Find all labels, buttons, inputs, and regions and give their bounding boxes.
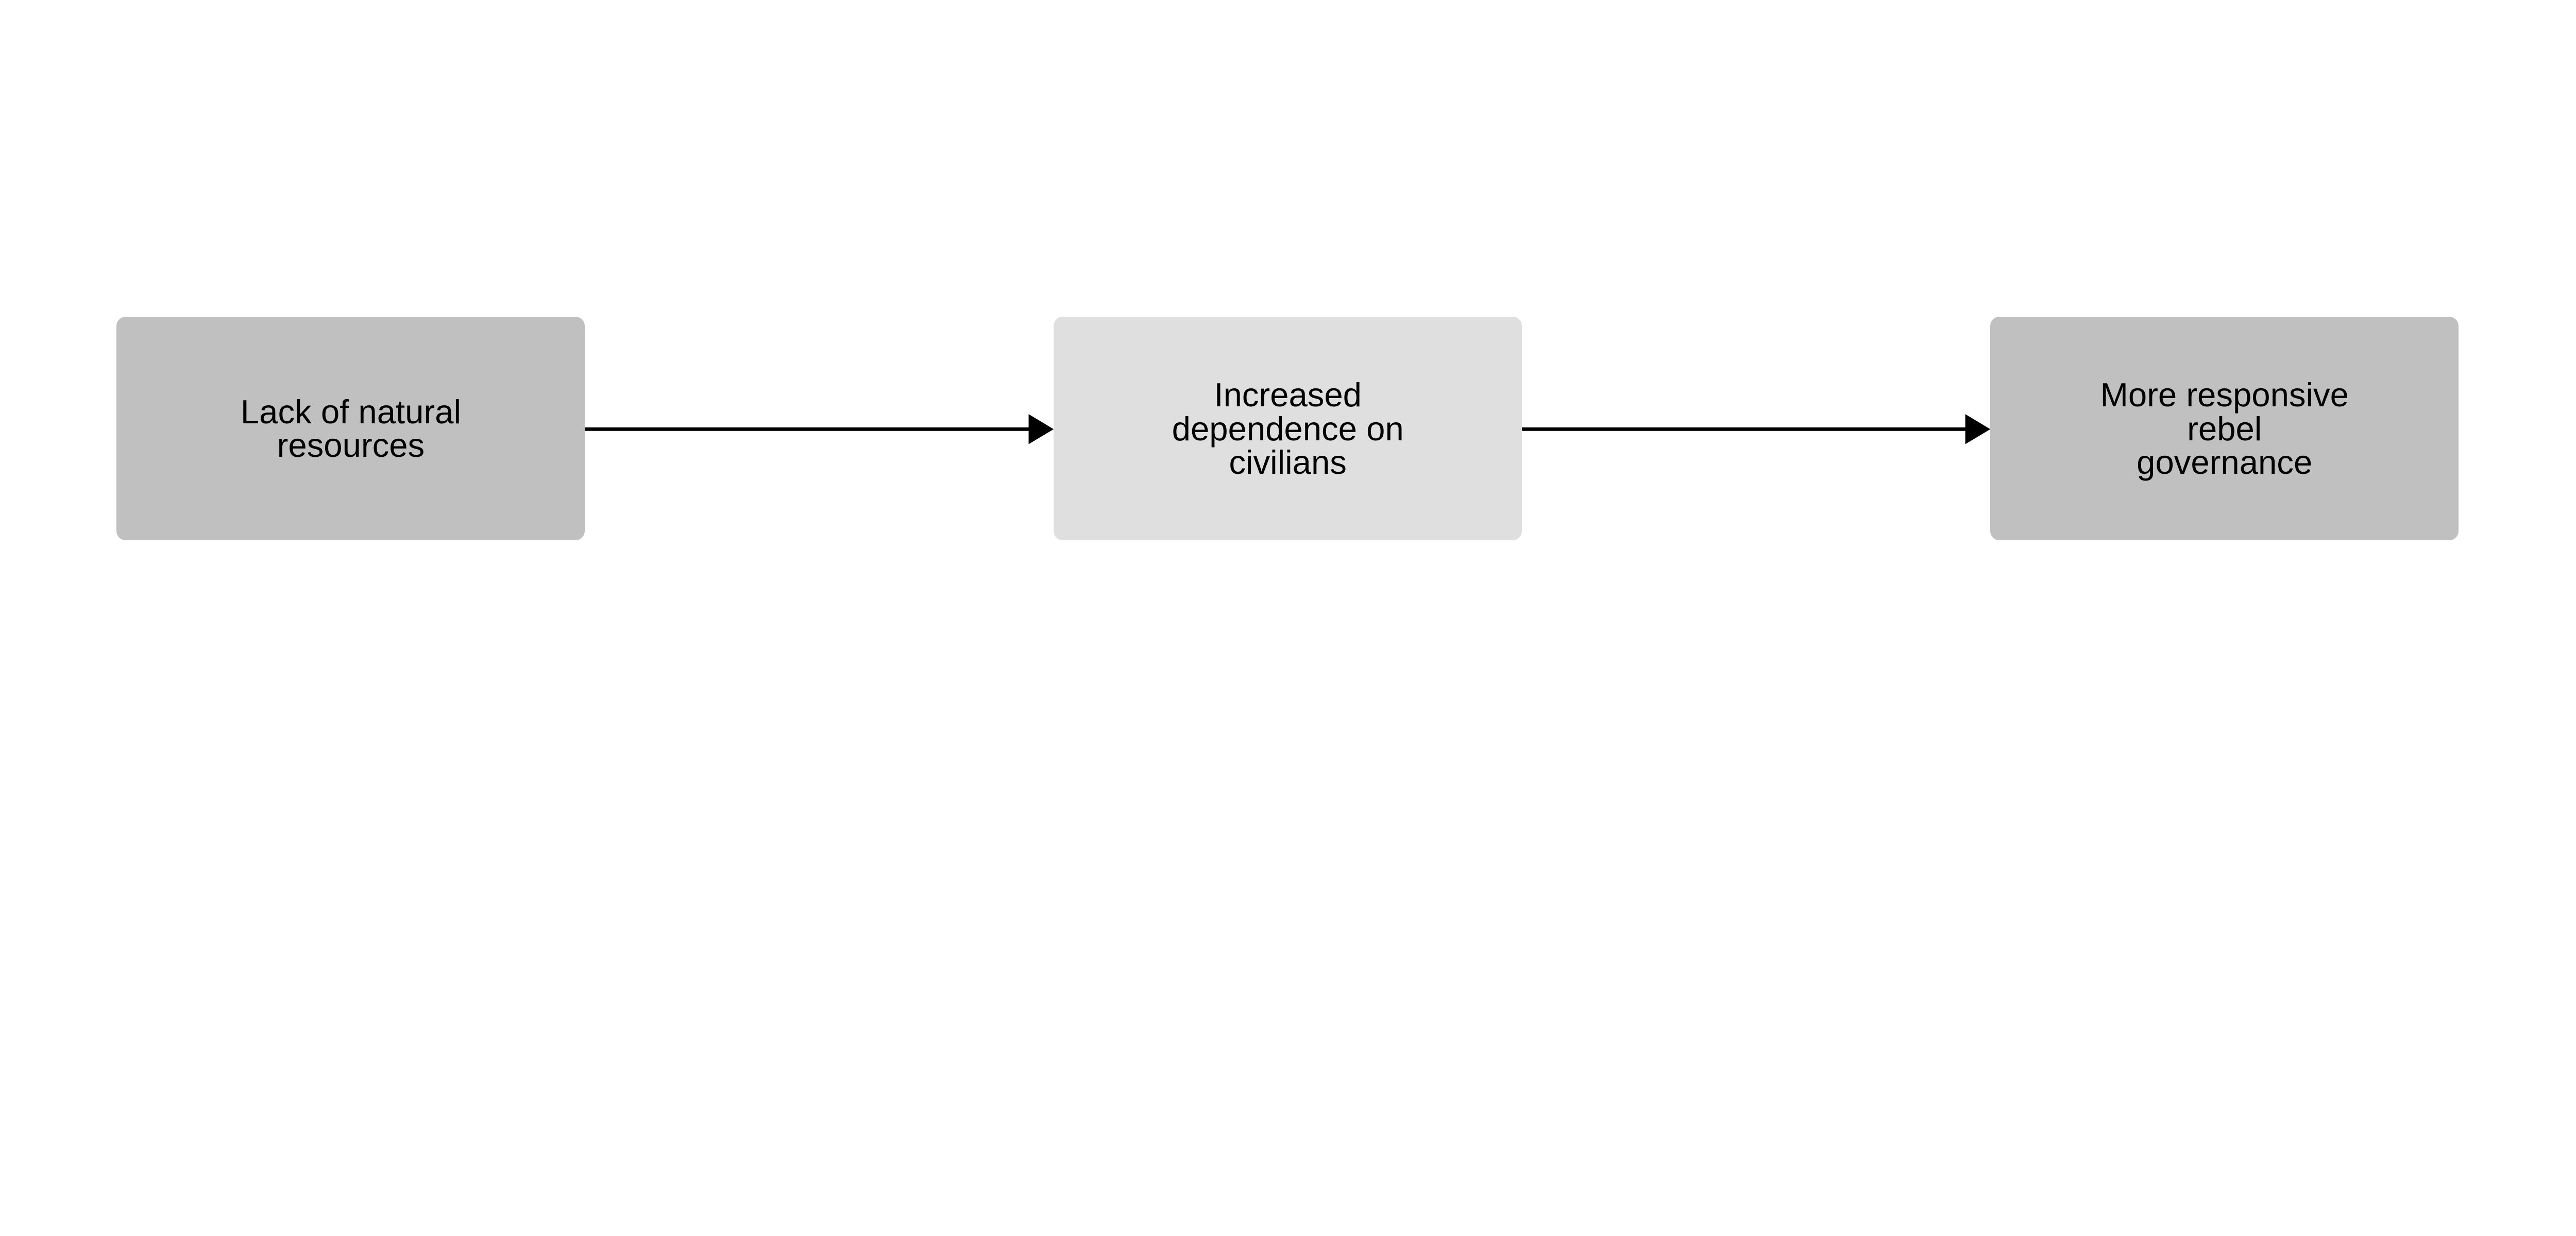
edge-dependence-to-governance [1522,414,1991,444]
arrowhead-icon [1028,414,1054,444]
node-label: Lack of natural resources [240,393,461,465]
edges-layer [585,414,1991,444]
node-label: More responsive rebel governance [2100,376,2349,481]
node-increased-dependence-on-civilians: Increased dependence on civilians [1054,317,1522,541]
edge-resources-to-dependence [585,414,1054,444]
node-lack-of-natural-resources: Lack of natural resources [116,317,585,541]
arrowhead-icon [1965,414,1991,444]
node-more-responsive-rebel-governance: More responsive rebel governance [1990,317,2459,541]
node-label: Increased dependence on civilians [1172,376,1404,481]
